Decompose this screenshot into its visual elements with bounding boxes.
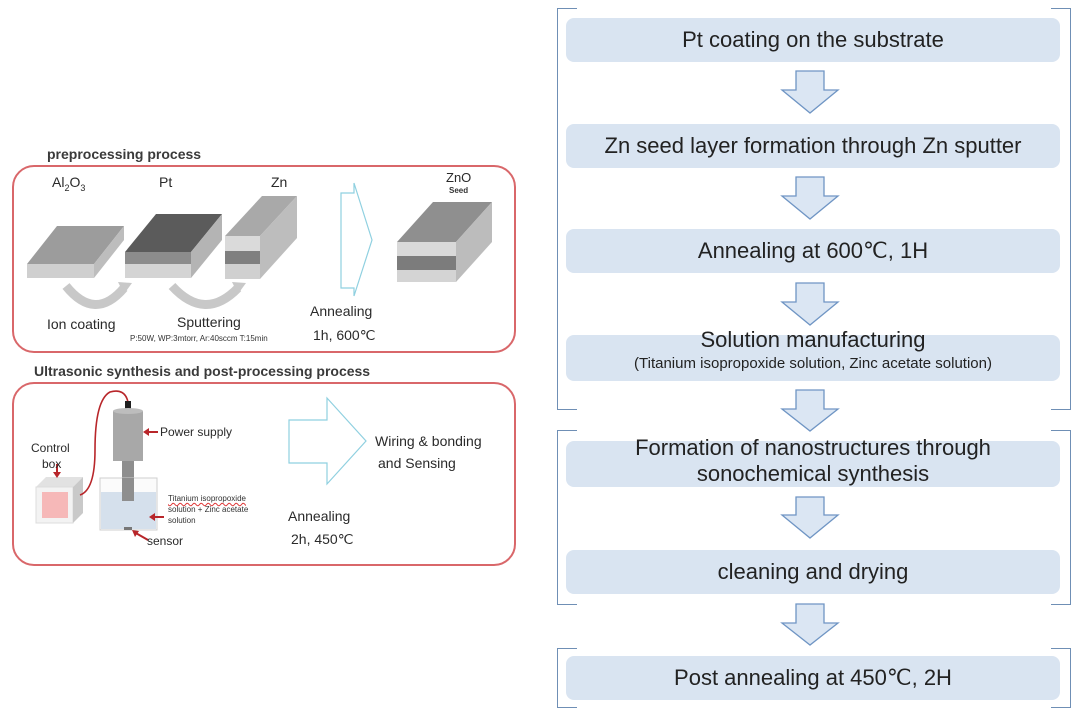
flow-step-1: Pt coating on the substrate <box>566 18 1060 62</box>
preprocessing-title: preprocessing process <box>47 146 202 162</box>
control-box-label-1: Control <box>31 441 70 455</box>
power-supply-label: Power supply <box>160 425 233 439</box>
group-bracket-left-3 <box>557 648 577 708</box>
preprocessing-panel <box>12 165 516 353</box>
flow-step-3: Annealing at 600℃, 1H <box>566 229 1060 273</box>
solution-label-3: solution <box>168 516 196 525</box>
control-box-label-2: box <box>42 457 62 471</box>
curved-arrow-icon <box>62 283 128 309</box>
down-arrow-icon <box>780 282 840 326</box>
down-arrow-icon <box>780 70 840 114</box>
group-bracket-left-2 <box>557 430 577 605</box>
al2o3-block <box>27 226 124 278</box>
sputtering-params: P:50W, WP:3mtorr, Ar:40sccm T:15min <box>130 334 268 343</box>
down-arrow-icon <box>780 496 840 539</box>
down-arrow-icon <box>780 389 840 432</box>
group-bracket-right-3 <box>1051 648 1071 708</box>
zn-block <box>225 196 297 279</box>
flow-step-7: Post annealing at 450℃, 2H <box>566 656 1060 700</box>
curved-arrow-icon <box>168 282 242 309</box>
zno-seed-label: Seed <box>449 186 469 195</box>
cable <box>79 390 129 496</box>
annealing-label: Annealing <box>310 303 373 319</box>
control-box <box>35 477 83 524</box>
pt-label: Pt <box>159 174 173 190</box>
group-bracket-right-1 <box>1051 8 1071 410</box>
wiring-label-2: and Sensing <box>378 455 456 471</box>
solution-label-1: Titanium isopropoxide <box>168 494 246 503</box>
annealing-arrow-icon <box>340 182 373 297</box>
down-arrow-icon <box>780 603 840 646</box>
annealing-2-params: 2h, 450℃ <box>291 531 354 547</box>
wiring-label-1: Wiring & bonding <box>375 433 482 449</box>
down-arrow-icon <box>780 176 840 220</box>
flow-step-6: cleaning and drying <box>566 550 1060 594</box>
solution-label-2: solution + Zinc acetate <box>168 505 249 514</box>
group-bracket-left-1 <box>557 8 577 410</box>
ultrasonic-panel <box>12 382 516 566</box>
flow-step-2: Zn seed layer formation through Zn sputt… <box>566 124 1060 168</box>
pt-block <box>125 214 222 278</box>
al2o3-label: Al2O3 <box>52 174 86 193</box>
zn-label: Zn <box>271 174 288 190</box>
group-bracket-right-2 <box>1051 430 1071 605</box>
annealing-2-label: Annealing <box>288 508 351 524</box>
annealing-params: 1h, 600℃ <box>313 327 376 343</box>
ion-coating-label: Ion coating <box>47 316 116 332</box>
flow-step-4: Solution manufacturing(Titanium isopropo… <box>566 327 1060 381</box>
annealing-arrow-icon <box>288 396 367 486</box>
zno-seed-block <box>397 202 492 282</box>
sensor-label: sensor <box>147 534 184 548</box>
ultrasonic-title: Ultrasonic synthesis and post-processing… <box>34 363 371 379</box>
sputtering-label: Sputtering <box>177 314 241 330</box>
zno-label: ZnO <box>446 170 472 185</box>
